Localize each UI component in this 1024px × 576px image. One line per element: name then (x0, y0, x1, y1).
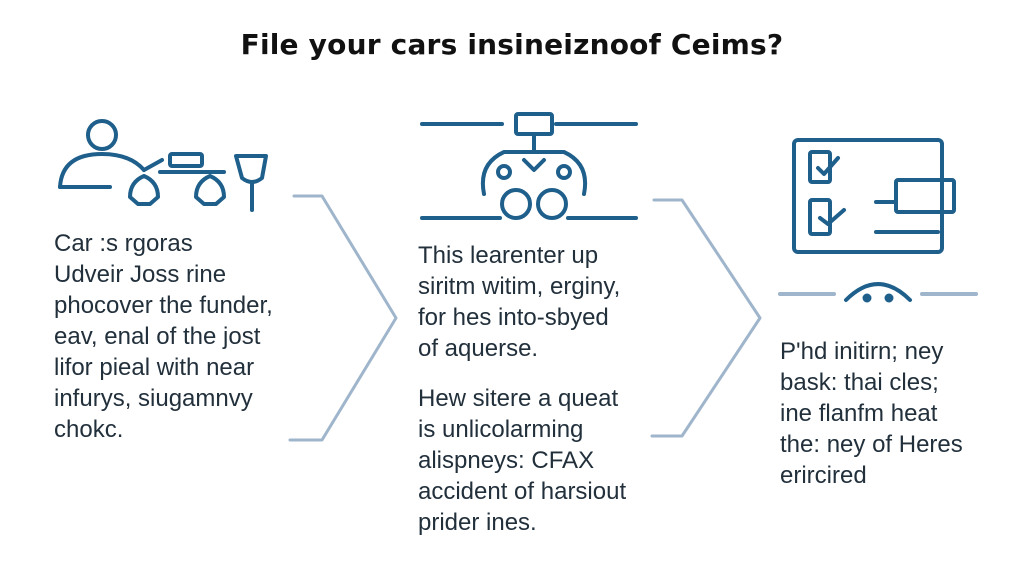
text-line: for hes into-sbyed (418, 304, 609, 331)
text-line: of aquerse. (418, 335, 539, 362)
text-line: alispneys: CFAX (418, 447, 595, 474)
glass-icon (234, 154, 268, 184)
text-line: P'hd initirn; ney (780, 338, 944, 365)
text-line: phocover the funder, (54, 292, 273, 319)
left-lamp-icon (496, 164, 512, 180)
text-line: eav, enal of the jost (54, 323, 261, 350)
person-body-icon (58, 152, 146, 189)
smile-arc (844, 282, 912, 302)
right-wheel-icon (536, 188, 568, 220)
icon-stroke-group (420, 112, 638, 220)
text-line: erircired (780, 462, 867, 489)
text-line: prider ines. (418, 509, 537, 536)
text-line: lifor pieal with near (54, 354, 255, 381)
text-line: This learenter up (418, 242, 599, 269)
column-3-text: P'hd initirn; ney bask: thai cles; ine f… (780, 336, 963, 491)
person-head-icon (86, 119, 118, 151)
text-line: Car :s rgoras (54, 230, 193, 257)
left-wheel-icon (500, 188, 532, 220)
check-mark-icon (818, 208, 846, 226)
icon-stroke-group (58, 119, 268, 212)
text-line: infurys, siugamnvy (54, 385, 253, 412)
chevron-right-icon (650, 198, 762, 438)
check-mark-icon (816, 156, 840, 176)
text-line: the: ney of Heres (780, 431, 963, 458)
check-box-bottom (808, 198, 832, 236)
text-line: bask: thai cles; (780, 369, 939, 396)
text-line: is unlicolarming (418, 416, 584, 443)
text-line: accident of harsiout (418, 478, 627, 505)
check-box-top (808, 150, 832, 184)
page-title: File your cars insineiznoof Ceims? (240, 28, 784, 61)
column-2-paragraph-a: This learenter up siritm witim, erginy, … (418, 240, 620, 364)
chevron-right-icon (288, 194, 398, 442)
icon-stroke-group (778, 282, 978, 303)
column-1-text: Car :s rgoras Udveir Joss rine phocover … (54, 228, 273, 445)
arm-line (142, 158, 164, 172)
right-hand-icon (194, 174, 226, 206)
car-shell-icon (481, 150, 587, 196)
board-frame (792, 138, 944, 254)
tag-box (894, 178, 956, 214)
car-body-icon (168, 152, 204, 168)
roof-box (514, 112, 554, 136)
smile-eye-right (884, 293, 894, 303)
column-2-paragraph-b: Hew sitere a queat is unlicolarming alis… (418, 383, 626, 538)
left-hand-icon (128, 174, 160, 206)
person-team-hand-icon (58, 119, 268, 212)
text-line: Hew sitere a queat (418, 385, 619, 412)
text-line: chokc. (54, 416, 124, 443)
text-line: Udveir Joss rine (54, 261, 227, 288)
smile-eye-left (862, 293, 872, 303)
smile-arc-icon (778, 282, 978, 303)
grille-icon (522, 158, 546, 172)
car-front-icon (420, 112, 638, 220)
text-line: siritm witim, erginy, (418, 273, 621, 300)
icon-stroke-group (792, 138, 956, 254)
checklist-board-icon (792, 138, 956, 254)
text-line: ine flanfm heat (780, 400, 938, 427)
right-lamp-icon (556, 164, 572, 180)
